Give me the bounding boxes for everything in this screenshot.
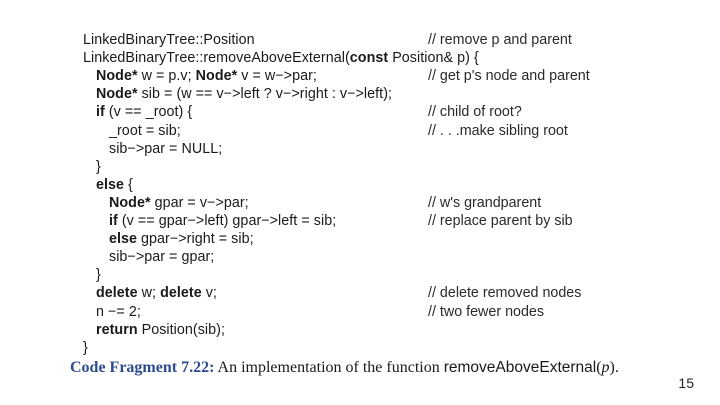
code-text: if (v == gpar−>left) gpar−>left = sib; — [109, 213, 337, 229]
code-line: } — [0, 339, 720, 357]
code-text: _root = sib; — [109, 122, 181, 139]
code-line: else { — [0, 176, 720, 194]
code-text: else gpar−>right = sib; — [109, 231, 254, 248]
code-text: Node* gpar = v−>par; — [109, 194, 249, 211]
code-comment: // w's grandparent — [428, 194, 542, 211]
caption-arg: p — [601, 359, 610, 376]
code-line: _root = sib; // . . .make sibling root — [0, 122, 720, 140]
code-line: } — [0, 158, 720, 176]
code-text: n −= 2; — [96, 303, 141, 320]
code-text: sib−>par = NULL; — [109, 140, 223, 157]
code-comment: // child of root? — [428, 104, 522, 121]
code-line: Node* gpar = v−>par; // w's grandparent — [0, 194, 720, 212]
code-comment: // replace parent by sib — [428, 213, 573, 229]
code-line: return Position(sib); — [0, 321, 720, 339]
code-comment: // remove p and parent — [428, 32, 572, 48]
code-line: } — [0, 266, 720, 284]
code-line: if (v == _root) { // child of root? — [0, 103, 720, 121]
code-text: LinkedBinaryTree::Position — [83, 32, 255, 48]
code-text: sib−>par = gpar; — [109, 249, 215, 266]
code-text: } — [96, 267, 101, 284]
caption-function-name: removeAboveExternal — [443, 359, 597, 376]
code-text: LinkedBinaryTree::removeAboveExternal(co… — [83, 50, 479, 67]
caption-arg-open: ( — [596, 359, 602, 376]
caption-text: An implementation of the function — [214, 359, 444, 376]
page-number: 15 — [678, 375, 694, 391]
code-line: n −= 2; // two fewer nodes — [0, 303, 720, 321]
code-text: return Position(sib); — [96, 321, 225, 338]
code-text: if (v == _root) { — [96, 104, 193, 121]
code-text: else { — [96, 176, 133, 193]
caption-arg-close: ). — [609, 359, 619, 376]
code-line: sib−>par = gpar; — [0, 248, 720, 266]
code-text: delete w; delete v; — [96, 285, 217, 302]
code-line: else gpar−>right = sib; — [0, 230, 720, 248]
code-line: LinkedBinaryTree::removeAboveExternal(co… — [0, 49, 720, 67]
code-text: } — [96, 158, 101, 175]
code-line: delete w; delete v; // delete removed nod… — [0, 284, 720, 302]
code-text: } — [83, 339, 88, 356]
code-line: Node* w = p.v; Node* v = w−>par; // get p… — [0, 67, 720, 85]
code-line: Node* sib = (w == v−>left ? v−>right : v… — [0, 85, 720, 103]
code-text: Node* w = p.v; Node* v = w−>par; — [96, 68, 317, 85]
code-line: if (v == gpar−>left) gpar−>left = sib; //… — [0, 212, 720, 230]
code-comment: // delete removed nodes — [428, 285, 582, 302]
code-comment: // . . .make sibling root — [428, 122, 568, 139]
code-line: sib−>par = NULL; — [0, 140, 720, 158]
code-caption: Code Fragment 7.22: An implementation of… — [70, 358, 619, 378]
code-comment: // two fewer nodes — [428, 303, 545, 320]
code-text: Node* sib = (w == v−>left ? v−>right : v… — [96, 86, 393, 103]
code-line: LinkedBinaryTree::Position // remove p an… — [0, 31, 720, 49]
caption-label: Code Fragment 7.22: — [70, 359, 215, 376]
code-comment: // get p's node and parent — [428, 68, 590, 85]
